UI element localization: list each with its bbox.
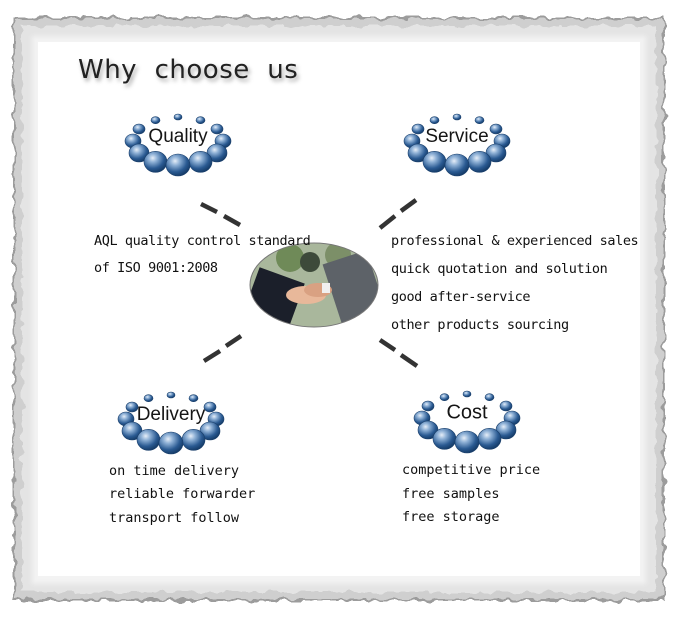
bead-icon [165, 153, 191, 177]
delivery-line: on time delivery [109, 463, 240, 479]
bead-icon [150, 116, 161, 124]
connector-service [378, 214, 397, 230]
quality-heading: Quality [148, 126, 208, 147]
connector-quality [199, 201, 219, 215]
bead-icon [166, 391, 176, 399]
bead-icon [188, 394, 199, 403]
connector-cost [378, 338, 397, 352]
bead-icon [173, 113, 183, 121]
bead-icon [203, 401, 217, 413]
quality-line: of ISO 9001:2008 [94, 260, 218, 276]
bead-icon [432, 427, 457, 450]
service-line: quick quotation and solution [391, 261, 608, 277]
bead-icon [439, 393, 450, 402]
service-heading: Service [425, 126, 489, 147]
delivery-line: reliable forwarder [109, 486, 256, 502]
bead-icon [429, 116, 440, 124]
quality-line: AQL quality control standard [94, 233, 311, 249]
page-title: Why choose us [78, 55, 299, 85]
service-line: other products sourcing [391, 317, 569, 333]
bead-icon [210, 123, 224, 135]
bead-icon [452, 113, 462, 121]
bead-icon [411, 123, 425, 135]
bead-icon [181, 428, 206, 451]
cost-bead-ring [413, 390, 521, 454]
bead-icon [462, 390, 472, 398]
service-bead-ring [403, 113, 511, 177]
cost-line: competitive price [402, 462, 541, 478]
cost-line: free storage [402, 509, 500, 525]
cost-line: free samples [402, 486, 500, 502]
quality-bead-ring [124, 113, 232, 177]
bead-icon [422, 151, 447, 173]
bead-icon [132, 123, 146, 135]
bead-icon [454, 430, 480, 454]
bead-icon [444, 153, 470, 177]
bead-icon [489, 123, 503, 135]
bead-icon [188, 151, 213, 173]
connector-delivery [202, 349, 222, 363]
bead-icon [477, 427, 502, 450]
delivery-line: transport follow [109, 510, 240, 526]
handshake-image [249, 242, 379, 328]
bead-icon [158, 431, 184, 455]
bead-icon [143, 394, 154, 403]
delivery-bead-ring [117, 391, 225, 455]
delivery-heading: Delivery [136, 404, 206, 425]
cost-heading: Cost [446, 401, 488, 424]
bead-icon [195, 116, 206, 124]
bead-icon [136, 428, 161, 451]
bead-icon [499, 400, 513, 412]
bead-icon [484, 393, 495, 402]
bead-icon [421, 400, 435, 412]
bead-icon [474, 116, 485, 124]
bead-icon [125, 401, 139, 413]
bead-icon [143, 151, 168, 173]
service-line: professional & experienced sales [391, 233, 639, 249]
service-line: good after-service [391, 289, 531, 305]
bead-icon [467, 151, 492, 173]
